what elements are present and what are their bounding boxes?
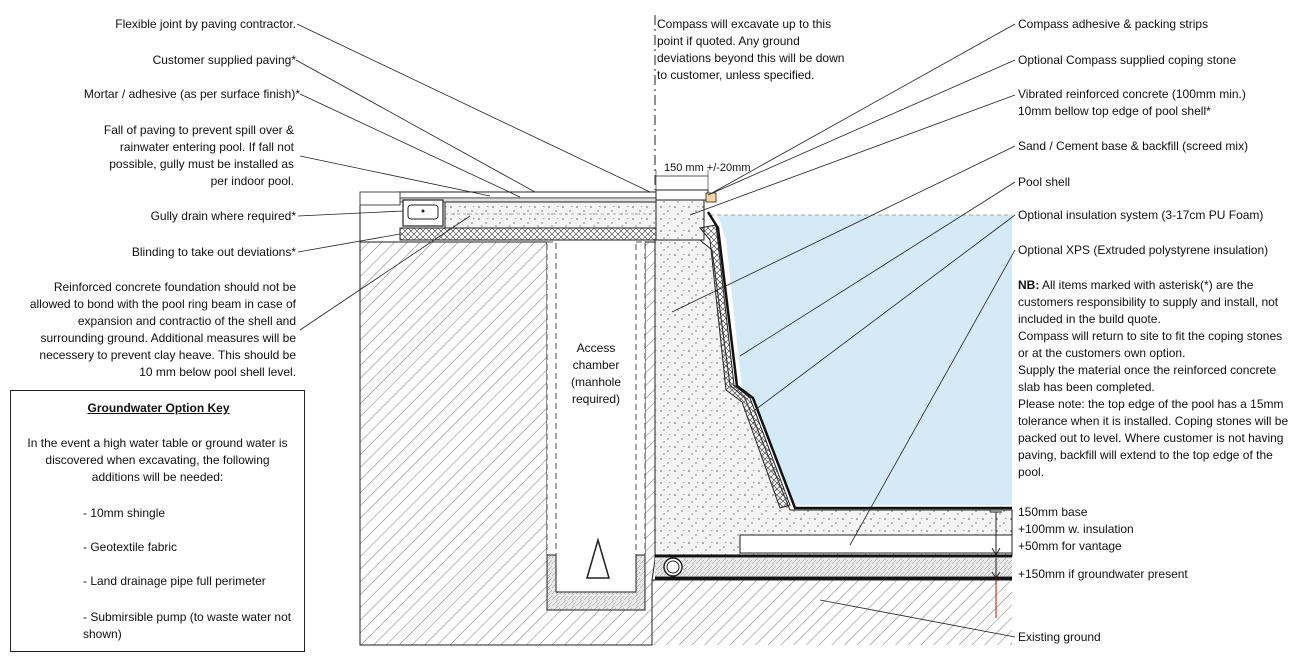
key-item-geotextile: - Geotextile fabric	[83, 540, 178, 554]
label-customer-paving: Customer supplied paving*	[152, 53, 296, 67]
xps-layer	[739, 534, 1013, 554]
access-chamber-right-wall	[635, 241, 646, 593]
coping-stone	[655, 189, 709, 201]
label-dimension-150: 150 mm +/-20mm	[664, 162, 751, 174]
pool-water	[718, 215, 1012, 505]
label-groundwater-dim: +150mm if groundwater present	[1018, 567, 1188, 581]
label-vibrated-concrete: Vibrated reinforced concrete (100mm min.…	[1018, 87, 1246, 118]
label-gully-drain: Gully drain where required*	[150, 209, 296, 223]
ground-bottom	[652, 580, 1012, 645]
insulation-layer	[699, 224, 791, 509]
label-mortar: Mortar / adhesive (as per surface finish…	[83, 87, 300, 101]
key-intro: In the event a high water table or groun…	[27, 436, 288, 484]
shingle-layer	[655, 558, 1012, 576]
nb-heading: NB:	[1018, 278, 1040, 292]
label-existing-ground: Existing ground	[1018, 630, 1101, 644]
label-base-dims: 150mm base +100mm w. insulation +50mm fo…	[1018, 505, 1134, 553]
concrete-slab	[444, 201, 657, 229]
access-chamber-left-wall	[546, 241, 557, 593]
label-insulation: Optional insulation system (3-17cm PU Fo…	[1018, 208, 1264, 222]
label-access-chamber: Access chamber (manhole required)	[570, 341, 622, 406]
key-item-pipe: - Land drainage pipe full perimeter	[83, 574, 266, 588]
key-title: Groundwater Option Key	[87, 401, 230, 415]
key-item-pump: - Submirsible pump (to waste water not s…	[83, 610, 292, 641]
label-coping-stone: Optional Compass supplied coping stone	[1018, 53, 1237, 67]
label-fall-paving: Fall of paving to prevent spill over & r…	[103, 123, 294, 188]
label-adhesive-strips: Compass adhesive & packing strips	[1018, 17, 1209, 31]
paving-layer	[397, 191, 657, 199]
key-item-shingle: - 10mm shingle	[83, 506, 166, 520]
blinding-layer	[399, 227, 657, 241]
label-sand-cement: Sand / Cement base & backfill (screed mi…	[1018, 139, 1249, 153]
pool-shell	[706, 211, 1012, 510]
ring-beam	[655, 199, 705, 241]
nb-notes: NB: All items marked with asterisk(*) ar…	[1018, 278, 1289, 479]
label-pool-shell: Pool shell	[1018, 175, 1071, 189]
label-blinding: Blinding to take out deviations*	[131, 245, 296, 259]
label-flexible-joint: Flexible joint by paving contractor.	[115, 17, 296, 31]
label-xps: Optional XPS (Extruded polystyrene insul…	[1018, 243, 1269, 257]
label-excavate-note: Compass will excavate up to this point i…	[657, 17, 845, 82]
label-foundation: Reinforced concrete foundation should no…	[29, 280, 296, 379]
ground-left	[359, 205, 656, 646]
groundwater-option-key: Groundwater Option Key In the event a hi…	[10, 390, 305, 652]
pump-icon	[586, 537, 610, 579]
